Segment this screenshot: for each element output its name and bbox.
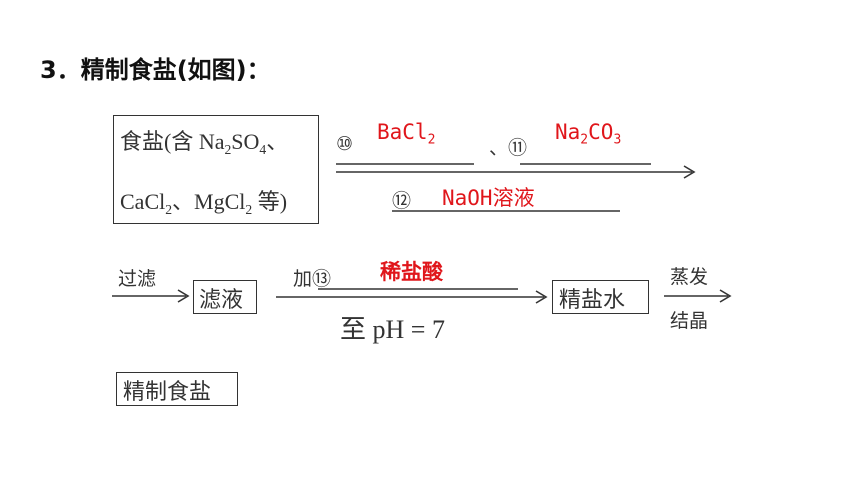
filtrate-text: 滤液 <box>199 287 244 312</box>
page-title: 3．精制食盐(如图)： <box>40 56 271 84</box>
answer-na2co3: Na2CO3 <box>555 120 622 148</box>
answer-bacl2: BaCl2 <box>377 120 436 148</box>
crude-salt-line-2: CaCl2、MgCl2 等) <box>120 189 288 217</box>
answer-naoh-solution: NaOH溶液 <box>442 186 535 210</box>
reagent-number-12: ⑫ <box>392 190 412 212</box>
add-reagent-13-label: 加⑬ <box>293 268 332 290</box>
brine-text: 精盐水 <box>559 287 626 312</box>
filter-label: 过滤 <box>118 268 157 290</box>
filtrate-box: 滤液 <box>193 280 257 314</box>
arrow-head-acid <box>535 290 548 304</box>
crystallize-label: 结晶 <box>670 310 709 332</box>
crude-salt-line-1: 食盐(含 Na2SO4、 <box>120 129 289 157</box>
reagent-number-10: ⑩ <box>336 133 354 155</box>
crude-salt-box: 食盐(含 Na2SO4、 CaCl2、MgCl2 等) <box>113 115 319 224</box>
evaporate-label: 蒸发 <box>670 266 709 288</box>
arrow-head-1 <box>683 165 696 179</box>
refined-salt-box: 精制食盐 <box>116 372 238 406</box>
separator-comma: 、⑪ <box>489 137 528 159</box>
brine-box: 精盐水 <box>552 280 649 314</box>
refined-salt-text: 精制食盐 <box>123 379 212 404</box>
arrow-head-filter <box>177 289 190 303</box>
arrow-head-evap <box>719 289 732 303</box>
answer-dilute-hcl: 稀盐酸 <box>380 260 443 284</box>
ph-condition: 至 pH = 7 <box>340 315 445 344</box>
